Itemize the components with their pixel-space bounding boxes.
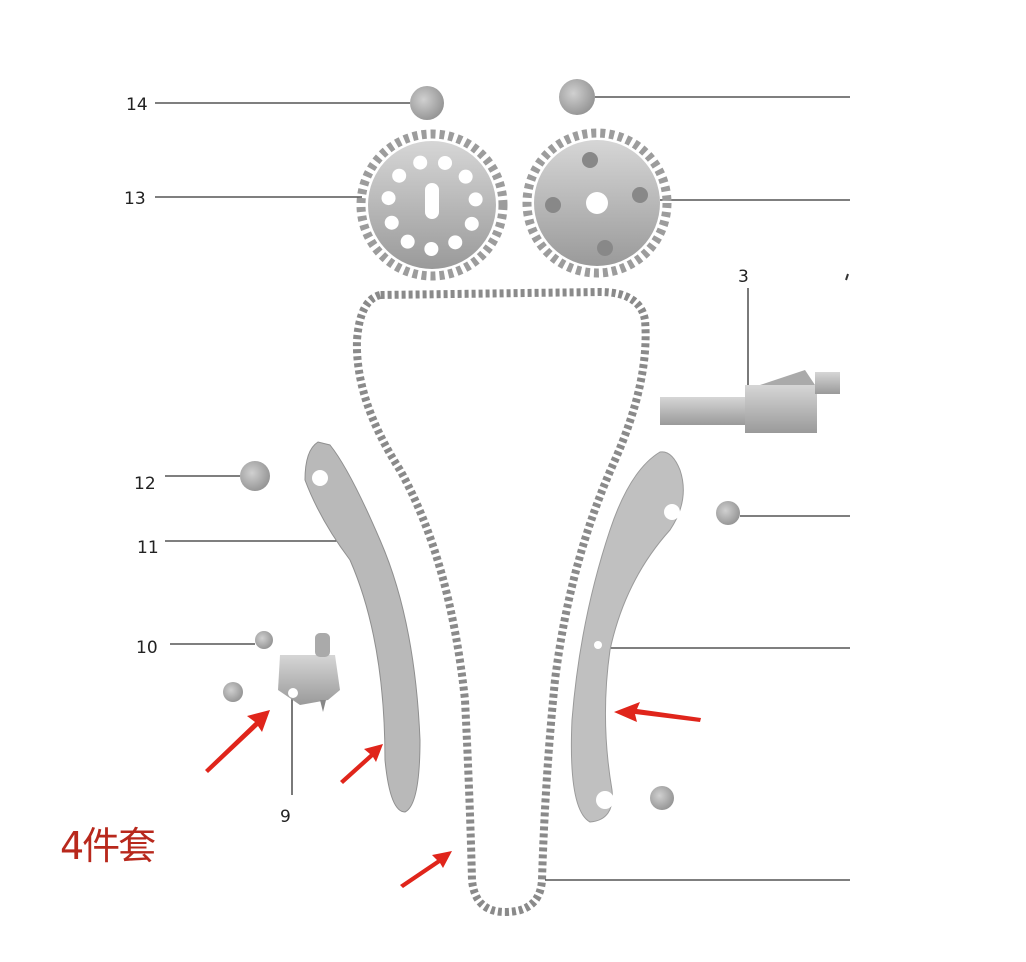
callout-13: 13 (124, 189, 146, 209)
washer-12 (240, 461, 270, 491)
leader-lines (155, 96, 850, 881)
sprocket-hole (413, 155, 428, 170)
washer-top-right (559, 79, 595, 115)
sprocket-hole (392, 168, 407, 183)
red-arrows (205, 702, 701, 888)
arrow-icon (340, 744, 383, 784)
arrow-icon (614, 702, 701, 722)
sprocket-13 (356, 129, 508, 281)
arrow-icon (205, 710, 270, 773)
kit-label: 4件套 (60, 824, 156, 868)
tensioner-bracket-9 (278, 633, 340, 712)
callout-12: 12 (134, 474, 156, 494)
callout-11: 11 (137, 538, 159, 558)
partial-label-fragment (845, 273, 849, 281)
washer-14 (410, 86, 444, 120)
chain-guide-right (570, 451, 684, 823)
sprocket-hole (438, 155, 453, 170)
sprocket-hole (448, 235, 463, 250)
callout-9: 9 (280, 807, 291, 827)
washer-right (716, 501, 740, 525)
sprocket-hole (400, 234, 415, 249)
washer-small (223, 682, 243, 702)
callout-14: 14 (126, 95, 148, 115)
sprocket-hole (381, 191, 396, 206)
sprocket-hole (424, 241, 439, 256)
timing-chain (352, 287, 650, 917)
chain-tensioner-3 (660, 370, 840, 433)
camshaft-sprocket (522, 128, 672, 278)
sprocket-hole (464, 216, 479, 231)
sprocket-hole (384, 215, 399, 230)
washer-10 (255, 631, 273, 649)
callout-10: 10 (136, 638, 158, 658)
washer-bottom-right (650, 786, 674, 810)
sprocket-hole (468, 192, 483, 207)
sprocket-hole (458, 169, 473, 184)
arrow-icon (400, 851, 452, 888)
chain-guide-11 (304, 441, 421, 813)
callout-3: 3 (738, 267, 749, 287)
